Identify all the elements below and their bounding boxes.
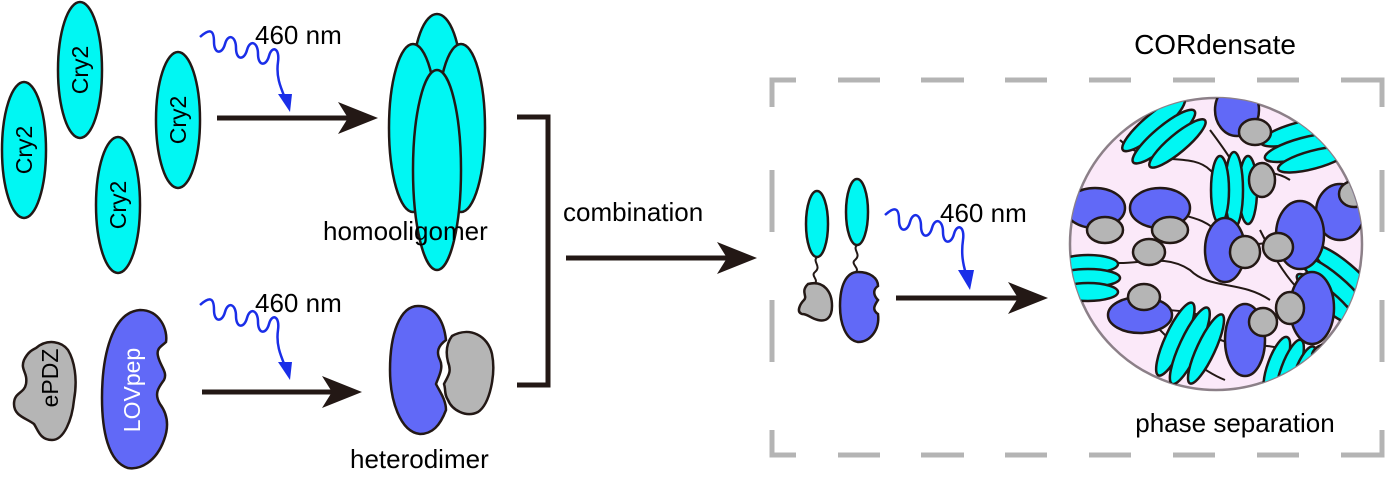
heterodimer-label: heterodimer [350,444,489,474]
epdz-free [1310,342,1346,370]
reaction-arrow [217,102,378,134]
lovpep-epdz-pair [1203,216,1262,284]
reaction-arrow [896,282,1048,314]
cry2-monomer: Cry2 [56,0,104,140]
epdz-label: ePDZ [37,349,63,408]
cry2-cluster [1154,301,1226,386]
cry2-label: Cry2 [105,181,131,230]
cordensate-box [769,77,1385,458]
blue-light-wave-icon [884,208,974,290]
combination-label: combination [563,197,703,227]
cry2-cluster [1070,253,1122,303]
cry2-monomer: Cry2 [154,50,202,190]
lovpep-epdz-pair [1213,98,1273,147]
cry2-lovpep-fusion [838,177,880,344]
epdz-protein: ePDZ [12,340,77,442]
lovpep-protein: LOVpep [100,308,169,470]
cry2-cluster [1121,98,1207,169]
blue-light-wave-icon [199,298,292,380]
homooligomer-icon [387,12,487,272]
cry2-label: Cry2 [11,126,37,175]
lovpep-epdz-pair [1106,282,1174,335]
lovpep-epdz-pair [1261,199,1326,271]
cry2-label: Cry2 [165,96,191,145]
combination-bracket [517,114,551,388]
epdz-free [1247,161,1277,199]
cordensate-title: CORdensate [1134,29,1296,60]
combination-arrow [566,242,757,274]
homooligomer-label: homooligomer [323,216,488,246]
phase-separation-label: phase separation [1135,408,1334,438]
blue-light-wave-icon [199,30,292,112]
light-wavelength-label: 460 nm [940,198,1027,228]
cry2-monomer: Cry2 [0,80,48,220]
cry2-monomer-group: Cry2 Cry2 Cry2 Cry2 [0,0,202,275]
lovpep-epdz-pair [1128,186,1192,245]
lovpep-epdz-pair [1274,270,1336,346]
lovpep-epdz-pair [1070,186,1127,245]
lovpep-label: LOVpep [119,348,145,432]
light-wavelength-label: 460 nm [255,20,342,50]
cry2-epdz-fusion [797,189,834,322]
cry2-label: Cry2 [67,46,93,95]
reaction-arrow [202,376,362,408]
light-wavelength-label: 460 nm [255,288,342,318]
heterodimer-icon [388,304,495,436]
condensate-droplet [1068,96,1364,392]
epdz-free [1131,237,1167,267]
lovpep-epdz-pair [1223,302,1279,378]
cry2-monomer: Cry2 [94,135,142,275]
